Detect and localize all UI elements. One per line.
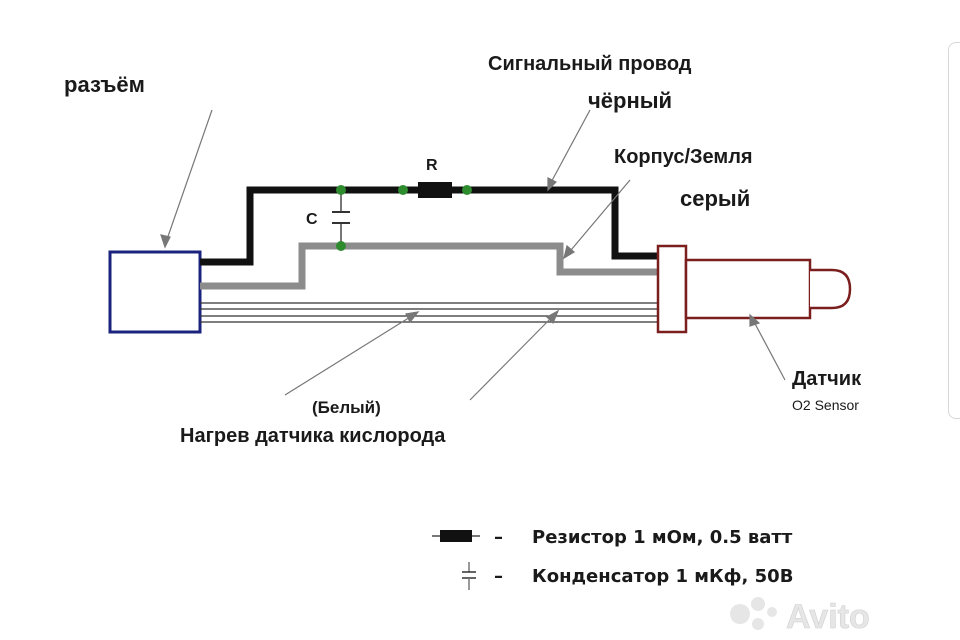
sensor-label: Датчик — [792, 368, 862, 390]
legend-capacitor-text: Конденсатор 1 мКф, 50В — [532, 566, 793, 587]
signal-color-label: чёрный — [588, 88, 672, 113]
node-resistor-left — [398, 185, 408, 195]
signal-wire — [200, 186, 658, 266]
node-cap-top — [336, 185, 346, 195]
connector-box — [108, 250, 202, 334]
heater-wires — [200, 302, 658, 323]
avito-text: Avito — [786, 598, 870, 636]
node-cap-bottom — [336, 241, 346, 251]
sensor-sublabel: O2 Sensor — [792, 397, 859, 413]
signal-wire-label: Сигнальный провод — [488, 53, 692, 75]
capacitor-letter: C — [306, 211, 318, 228]
ground-label: Корпус/Земля — [614, 146, 753, 168]
ground-wire — [200, 242, 658, 290]
side-panel-edge — [948, 42, 960, 419]
legend-resistor-text: Резистор 1 мОм, 0.5 ватт — [532, 527, 793, 548]
resistor-letter: R — [426, 157, 438, 174]
node-resistor-right — [462, 185, 472, 195]
avito-watermark: Avito — [730, 597, 870, 636]
heater-label: Нагрев датчика кислорода — [180, 425, 446, 447]
heater-color-label: (Белый) — [312, 398, 381, 417]
legend-dash-2: – — [494, 566, 503, 587]
connector-label: разъём — [64, 72, 145, 97]
legend-dash-1: – — [494, 527, 503, 548]
legend-resistor-symbol — [440, 530, 472, 542]
pointer-arrows — [160, 109, 786, 401]
ground-color-label: серый — [680, 186, 750, 211]
o2-sensor — [656, 244, 852, 334]
legend: – Резистор 1 мОм, 0.5 ватт – Конденсатор… — [432, 527, 793, 590]
resistor — [418, 182, 452, 198]
avito-dots-icon — [730, 597, 777, 630]
